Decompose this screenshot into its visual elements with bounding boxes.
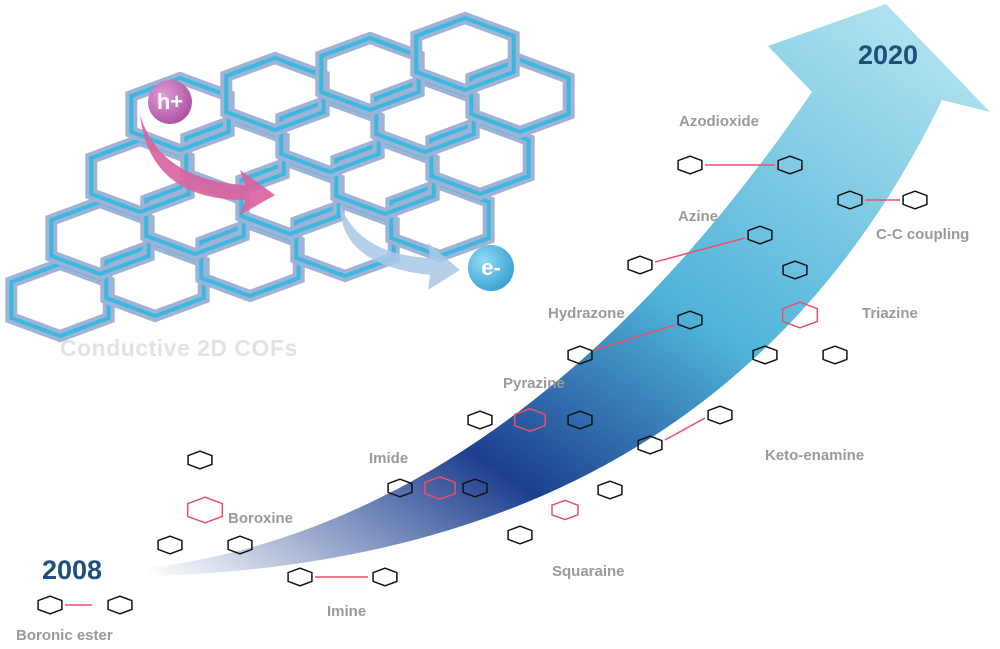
triazine-ring <box>781 301 819 329</box>
label-keto-enamine: Keto-enamine <box>765 447 865 464</box>
electron-transfer-arrow <box>340 205 460 290</box>
benzene-ring <box>902 190 928 210</box>
benzene-ring <box>37 595 63 615</box>
bond <box>594 324 676 351</box>
benzene-ring <box>752 345 778 365</box>
label-boroxine: Boroxine <box>228 510 294 527</box>
benzene-ring <box>677 310 703 330</box>
benzene-ring <box>372 567 398 587</box>
imide-ring <box>424 476 456 500</box>
label-imide: Imide <box>369 450 409 467</box>
label-pyrazine: Pyrazine <box>503 375 565 392</box>
label-azine: Azine <box>678 208 719 225</box>
benzene-ring <box>227 535 253 555</box>
benzene-ring <box>287 567 313 587</box>
framework-pore-edge <box>224 55 326 133</box>
benzene-ring <box>777 155 803 175</box>
benzene-ring <box>747 225 773 245</box>
electron-carrier-icon: e- <box>468 245 514 291</box>
label-squaraine: Squaraine <box>552 563 625 580</box>
benzene-ring <box>627 255 653 275</box>
electron-label: e- <box>481 255 501 280</box>
molecular-structures <box>37 155 928 615</box>
framework-pore-edge <box>414 15 516 93</box>
label-boronic-ester: Boronic ester <box>16 627 113 644</box>
benzene-ring <box>187 450 213 470</box>
benzene-ring <box>707 405 733 425</box>
label-azodioxide: Azodioxide <box>679 113 760 130</box>
benzene-ring <box>637 435 663 455</box>
benzene-ring <box>837 190 863 210</box>
pyrazine-ring <box>514 408 546 432</box>
benzene-ring <box>467 410 493 430</box>
framework-pore-edge <box>469 57 571 135</box>
benzene-ring <box>462 478 488 498</box>
benzene-ring <box>387 478 413 498</box>
label-triazine: Triazine <box>862 305 918 322</box>
benzene-ring <box>782 260 808 280</box>
bond <box>654 237 746 263</box>
hole-label: h+ <box>156 89 184 114</box>
hole-carrier-icon: h+ <box>148 80 192 124</box>
benzene-ring <box>567 345 593 365</box>
timeline-arrow <box>150 4 990 576</box>
benzene-ring <box>822 345 848 365</box>
benzene-ring <box>507 525 533 545</box>
benzene-ring <box>567 410 593 430</box>
hole-transfer-arrow <box>140 115 275 215</box>
framework-pore-edge <box>319 35 421 113</box>
benzene-ring <box>677 155 703 175</box>
benzene-ring <box>597 480 623 500</box>
framework-pore-edge <box>429 119 531 197</box>
label-hydrazone: Hydrazone <box>548 305 625 322</box>
benzene-ring <box>107 595 133 615</box>
boroxine-ring <box>186 496 224 524</box>
benzene-ring <box>157 535 183 555</box>
end-year: 2020 <box>858 40 919 70</box>
label-imine: Imine <box>327 603 367 620</box>
cof-framework <box>5 11 575 343</box>
bond <box>664 417 706 441</box>
cof-title: Conductive 2D COFs <box>60 335 298 361</box>
start-year: 2008 <box>42 555 103 585</box>
label-c-c-coupling: C-C coupling <box>876 226 970 243</box>
squaraine-ring <box>551 499 579 521</box>
